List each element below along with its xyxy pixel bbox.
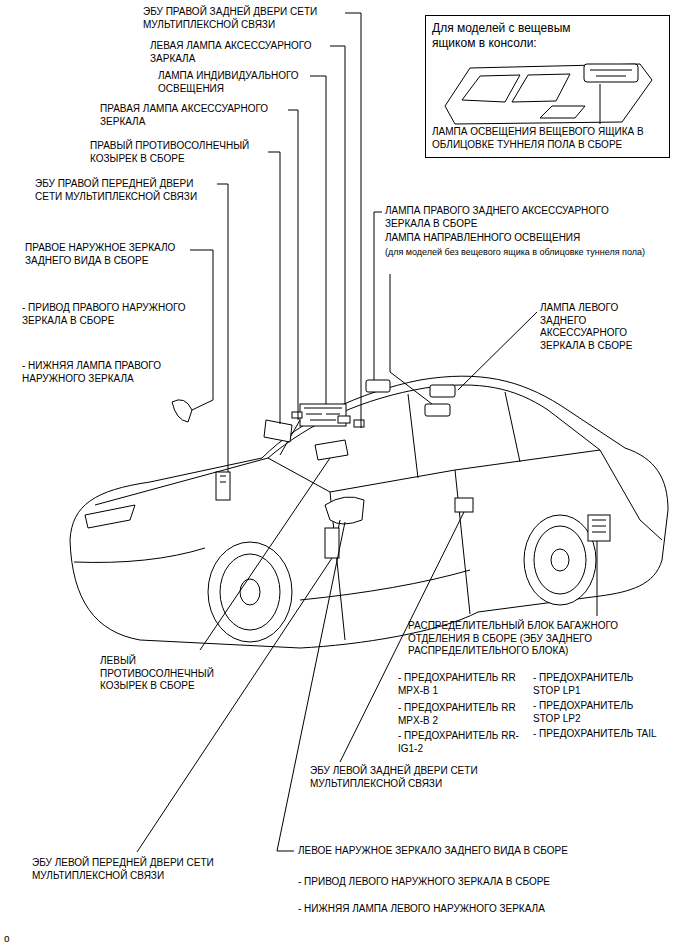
part-label: - ПРИВОД ПРАВОГО НАРУЖНОГО ЗЕРКАЛА В СБО… [22,302,202,327]
part-label: - НИЖНЯЯ ЛАМПА ЛЕВОГО НАРУЖНОГО ЗЕРКАЛА [298,903,678,916]
part-label: ЛЕВОЕ НАРУЖНОЕ ЗЕРКАЛО ЗАДНЕГО ВИДА В СБ… [298,845,678,858]
part-label: ЛАМПА ПРАВОГО ЗАДНЕГО АКСЕССУАРНОГО ЗЕРК… [385,205,615,230]
part-label: - НИЖНЯЯ ЛАМПА ПРАВОГО НАРУЖНОГО ЗЕРКАЛА [22,360,187,385]
part-label: ЛЕВЫЙ ПРОТИВОСОЛНЕЧНЫЙ КОЗЫРЕК В СБОРЕ [100,655,230,693]
part-label: ЛАМПА ИНДИВИДУАЛЬНОГО ОСВЕЩЕНИЯ [158,70,308,95]
part-label: ПРАВОЕ НАРУЖНОЕ ЗЕРКАЛО ЗАДНЕГО ВИДА В С… [25,242,185,267]
part-label: ЭБУ ПРАВОЙ ЗАДНЕЙ ДВЕРИ СЕТИ МУЛЬТИПЛЕКС… [143,6,358,31]
part-label: ЭБУ ЛЕВОЙ ЗАДНЕЙ ДВЕРИ СЕТИ МУЛЬТИПЛЕКСН… [310,765,520,790]
part-label: ЛАМПА ЛЕВОГО ЗАДНЕГО АКСЕССУАРНОГО ЗЕРКА… [540,302,652,352]
part-label: РАСПРЕДЕЛИТЕЛЬНЫЙ БЛОК БАГАЖНОГО ОТДЕЛЕН… [408,620,676,658]
part-label: - ПРЕДОХРАНИТЕЛЬ TAIL [533,728,663,741]
inset-panel: Для моделей с вещевым ящиком в консоли: Л… [425,15,670,158]
part-label: ПРАВАЯ ЛАМПА АКСЕССУАРНОГО ЗЕРКАЛА [100,103,285,128]
part-label: - ПРЕДОХРАНИТЕЛЬ STOP LP2 [533,700,663,725]
part-label: (для моделей без вещевого ящика в облицо… [385,247,645,258]
part-label: ЛЕВАЯ ЛАМПА АКСЕССУАРНОГО ЗАРКАЛА [150,40,340,65]
part-label: ЭБУ ПРАВОЙ ПЕРЕДНЕЙ ДВЕРИ СЕТИ МУЛЬТИПЛЕ… [35,178,215,203]
part-label: - ПРЕДОХРАНИТЕЛЬ RR MPX-B 1 [398,672,530,697]
part-label: ЛАМПА НАПРАВЛЕННОГО ОСВЕЩЕНИЯ [385,232,645,245]
part-label: ЛАМПА ОСВЕЩЕНИЯ ВЕЩЕВОГО ЯЩИКА В ОБЛИЦОВ… [432,126,657,151]
part-label: o [4,933,24,946]
part-label: ЭБУ ЛЕВОЙ ПЕРЕДНЕЙ ДВЕРИ СЕТИ МУЛЬТИПЛЕК… [32,857,247,882]
inset-heading: Для моделей с вещевым ящиком в консоли: [432,21,597,50]
part-label: - ПРЕДОХРАНИТЕЛЬ RR MPX-B 2 [398,702,530,727]
part-label: ПРАВЫЙ ПРОТИВОСОЛНЕЧНЫЙ КОЗЫРЕК В СБОРЕ [90,140,265,165]
part-label: - ПРЕДОХРАНИТЕЛЬ RR-IG1-2 [398,730,530,755]
part-label: - ПРЕДОХРАНИТЕЛЬ STOP LP1 [533,672,663,697]
part-label: - ПРИВОД ЛЕВОГО НАРУЖНОГО ЗЕРКАЛА В СБОР… [298,876,678,889]
